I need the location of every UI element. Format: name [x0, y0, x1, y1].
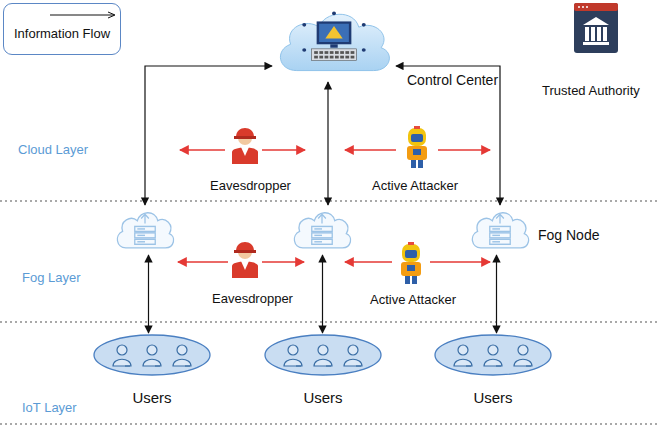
layer-dividers: [0, 201, 657, 424]
node-outline: [433, 333, 553, 377]
user-group-ellipse: [435, 335, 551, 375]
attacker-label: Eavesdropper: [212, 291, 293, 307]
legend-item: Information Flow: [4, 4, 120, 54]
attacker-figures: [232, 126, 427, 284]
node-outline: [290, 205, 354, 255]
person-icon: [514, 345, 532, 366]
flow-connector: [496, 255, 497, 333]
person-icon: [344, 345, 362, 366]
user-group: Users: [433, 333, 553, 377]
flow-connector: [327, 82, 328, 205]
user-group-ellipse: [265, 335, 381, 375]
eavesdropper-figure: [232, 242, 258, 278]
node-label: Control Center: [407, 72, 498, 89]
node-outline: [272, 2, 396, 82]
layer-label: IoT Layer: [22, 400, 77, 416]
fog-node-cloud: Fog Node: [468, 205, 532, 255]
layer-label: Fog Layer: [22, 270, 81, 286]
server-icon: [490, 214, 510, 244]
node-outline: [92, 333, 212, 377]
cloud-shape: [280, 14, 389, 70]
authority-icon: [574, 3, 618, 53]
layer-label: Cloud Layer: [18, 142, 88, 158]
user-group: Users: [92, 333, 212, 377]
person-icon: [173, 345, 191, 366]
control-center-cloud: Control Center: [272, 2, 396, 82]
person-icon: [454, 345, 472, 366]
attacker-label: Active Attacker: [370, 292, 456, 308]
legend-arrow-sample: [48, 9, 118, 21]
node-label: Users: [92, 389, 212, 407]
attacker-label: Eavesdropper: [210, 178, 291, 194]
person-icon: [484, 345, 502, 366]
active-attacker-figure: [407, 126, 427, 168]
node-label: Fog Node: [538, 227, 599, 244]
cloud-shape: [117, 213, 173, 248]
eavesdropper-figure: [232, 128, 258, 164]
active-attacker-figure: [401, 242, 421, 284]
flow-connector: [148, 255, 149, 333]
user-group: Users: [263, 333, 383, 377]
node-label: Users: [263, 389, 383, 407]
attack-arrows: [178, 150, 490, 262]
node-label: Users: [433, 389, 553, 407]
fog-node-cloud: [290, 205, 354, 255]
person-icon: [284, 345, 302, 366]
authority-label: Trusted Authority: [542, 83, 640, 99]
fog-node-cloud: [113, 205, 177, 255]
node-outline: [263, 333, 383, 377]
attacker-label: Active Attacker: [372, 178, 458, 194]
node-outline: [113, 205, 177, 255]
person-icon: [143, 345, 161, 366]
person-icon: [113, 345, 131, 366]
legend-box: Information Flow: [3, 3, 121, 55]
monitor-icon: [302, 12, 365, 61]
server-icon: [312, 214, 332, 244]
legend-label: Information Flow: [4, 26, 120, 42]
server-icon: [135, 214, 155, 244]
cloud-shape: [294, 213, 350, 248]
user-group-ellipse: [94, 335, 210, 375]
cloud-shape: [472, 213, 528, 248]
flow-connector: [322, 255, 323, 333]
node-outline: [468, 205, 532, 255]
person-icon: [314, 345, 332, 366]
